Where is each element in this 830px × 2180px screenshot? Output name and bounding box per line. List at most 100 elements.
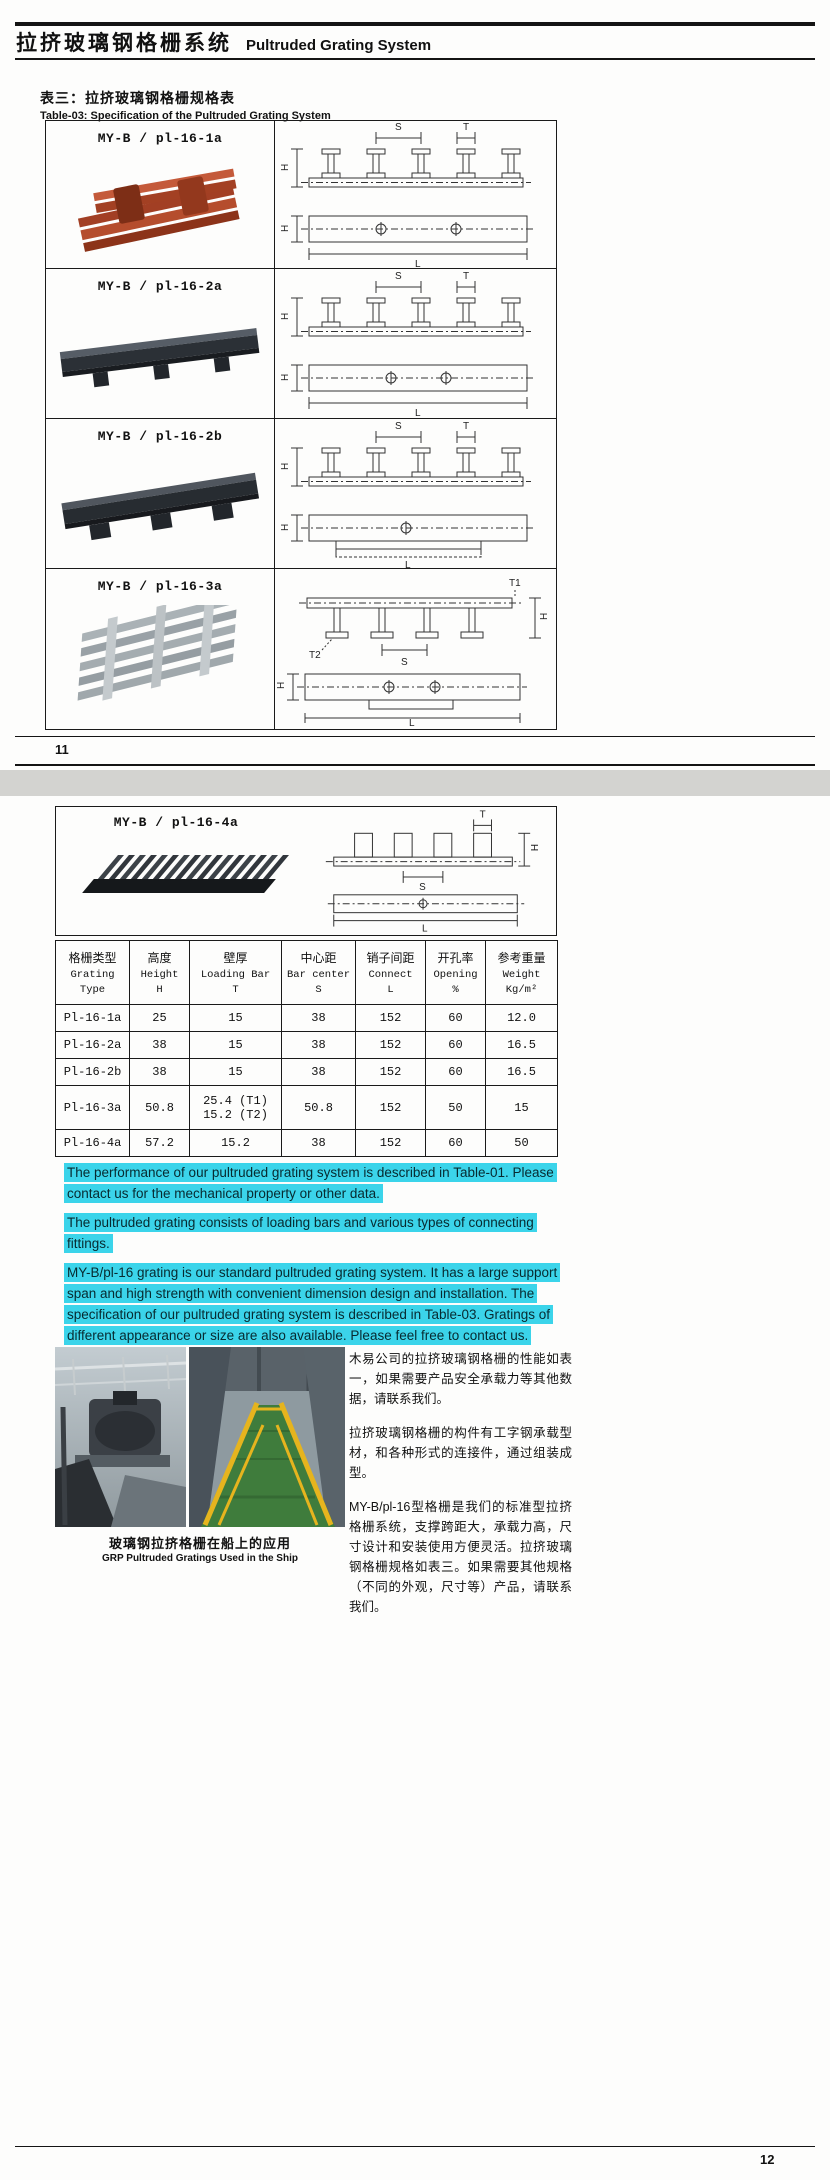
product-photo-2b (46, 445, 274, 566)
footer-rule-p2 (15, 2146, 815, 2147)
spec-cell: 15 (189, 1058, 282, 1086)
spec-cell: 50 (425, 1085, 486, 1130)
photo-caption-zh: 玻璃钢拉挤格栅在船上的应用 (108, 1536, 291, 1551)
table-caption-zh: 表三：拉挤玻璃钢格栅规格表 (40, 90, 235, 106)
spec-cell: 60 (425, 1058, 486, 1086)
gray-grating-image (77, 605, 238, 701)
dim-label-h: H (277, 681, 287, 688)
paragraph: The performance of our pultruded grating… (64, 1162, 570, 1204)
product-photo-4a (66, 837, 296, 929)
dim-label-h: H (281, 523, 291, 530)
footer-rule-top-p1 (15, 736, 815, 737)
dimension-diagram: S T H H L (281, 421, 533, 569)
spec-cell: 60 (425, 1129, 486, 1157)
red-grating-image (77, 168, 240, 252)
product-cell-2b: MY-B / pl-16-2b (46, 419, 275, 569)
dim-label-h: H (281, 373, 291, 380)
product-cell-1a: MY-B / pl-16-1a (46, 121, 275, 269)
page-number-12: 12 (760, 2152, 775, 2167)
dim-label-h: H (281, 462, 291, 469)
chinese-description-block: 木易公司的拉挤玻璃钢格栅的性能如表一，如果需要产品安全承载力等其他数据，请联系我… (349, 1349, 572, 1631)
spec-row-4a: Pl-16-4a 57.2 15.2 38 152 60 50 (55, 1129, 558, 1157)
dim-label-s: S (395, 421, 402, 432)
dim-label-h: H (281, 163, 291, 170)
dim-label-t2: T2 (309, 650, 321, 661)
spec-cell: 16.5 (485, 1058, 558, 1086)
diagram-2a: S T H H L (275, 269, 556, 419)
spec-row-3a: Pl-16-3a 50.8 25.4 (T1) 15.2 (T2) 50.8 1… (55, 1085, 558, 1130)
spec-cell: 38 (281, 1004, 356, 1032)
spec-cell: 15.2 (189, 1129, 282, 1157)
dimension-diagram: T1 T2 S H H L (277, 578, 550, 727)
photo-caption: 玻璃钢拉挤格栅在船上的应用 GRP Pultruded Gratings Use… (55, 1533, 345, 1564)
highlighted-text: MY-B/pl-16 grating is our standard pultr… (64, 1263, 561, 1345)
dark-bar-image (60, 472, 259, 540)
spec-cell: 60 (425, 1004, 486, 1032)
dimension-diagram: T S H L (325, 809, 541, 933)
product-model-label: MY-B / pl-16-2a (97, 279, 223, 294)
paragraph: 拉挤玻璃钢格栅的构件有工字钢承载型材，和各种形式的连接件，通过组装成型。 (349, 1426, 572, 1480)
spec-row-1a: Pl-16-1a 25 15 38 152 60 12.0 (55, 1004, 558, 1032)
spec-cell: 57.2 (129, 1129, 190, 1157)
photo-caption-en: GRP Pultruded Gratings Used in the Ship (102, 1553, 298, 1564)
dim-label-s: S (395, 122, 402, 133)
spec-cell: 50 (485, 1129, 558, 1157)
dim-label-s: S (419, 882, 426, 893)
spec-cell: 15 (485, 1085, 558, 1130)
header-top-rule (15, 22, 815, 26)
footer-rule-bottom-p1 (15, 764, 815, 766)
spec-cell: 16.5 (485, 1031, 558, 1059)
dim-label-h: H (281, 312, 291, 319)
table-caption-en: Table-03: Specification of the Pultruded… (40, 110, 331, 122)
product-photo-1a (46, 147, 274, 266)
ship-equipment-photo (55, 1347, 186, 1527)
spec-cell: 60 (425, 1031, 486, 1059)
dim-label-h: H (281, 224, 291, 231)
page-divider (0, 770, 830, 796)
dim-label-l: L (405, 560, 411, 569)
product-cell-2a: MY-B / pl-16-2a (46, 269, 275, 419)
spec-cell: 152 (355, 1058, 426, 1086)
english-description-block: The performance of our pultruded grating… (64, 1162, 570, 1354)
spec-cell: 25.4 (T1) 15.2 (T2) (189, 1085, 282, 1130)
product-photo-2a (46, 295, 274, 416)
walkway-photo (189, 1347, 345, 1527)
spec-cell: 50.8 (281, 1085, 356, 1130)
spec-row-2a: Pl-16-2a 38 15 38 152 60 16.5 (55, 1031, 558, 1059)
diagram-cell-1a: S T H H L (275, 121, 556, 270)
spec-cell: Pl-16-2b (55, 1058, 130, 1086)
product-table: MY-B / pl-16-1a (45, 120, 557, 730)
product-cell-3a: MY-B / pl-16-3a (46, 569, 275, 729)
spec-cell: 152 (355, 1129, 426, 1157)
product-model-label: MY-B / pl-16-3a (97, 579, 223, 594)
diagram-cell-3a: T1 T2 S H H L (275, 569, 556, 729)
spec-cell: Pl-16-1a (55, 1004, 130, 1032)
dim-label-s: S (395, 271, 402, 282)
dim-label-t: T (480, 809, 486, 820)
spec-row-2b: Pl-16-2b 38 15 38 152 60 16.5 (55, 1058, 558, 1086)
dimension-diagram: S T H H L (281, 122, 533, 270)
spec-cell: 152 (355, 1004, 426, 1032)
highlighted-text: The pultruded grating consists of loadin… (64, 1213, 537, 1253)
diagram-4a: T S H L (304, 809, 552, 933)
dim-label-t: T (463, 122, 469, 133)
paragraph: The pultruded grating consists of loadin… (64, 1212, 570, 1254)
diagram-3a: T1 T2 S H H L (275, 569, 556, 729)
dim-label-t: T (463, 421, 469, 432)
dim-label-s: S (401, 657, 408, 668)
paragraph: MY-B/pl-16 grating is our standard pultr… (64, 1262, 570, 1346)
dim-label-h: H (530, 844, 541, 851)
spec-cell: Pl-16-4a (55, 1129, 130, 1157)
spec-cell: 15 (189, 1031, 282, 1059)
product-box-4a: MY-B / pl-16-4a (55, 806, 557, 936)
diagram-2b: S T H H L (275, 419, 556, 569)
header-bottom-rule (15, 58, 815, 60)
